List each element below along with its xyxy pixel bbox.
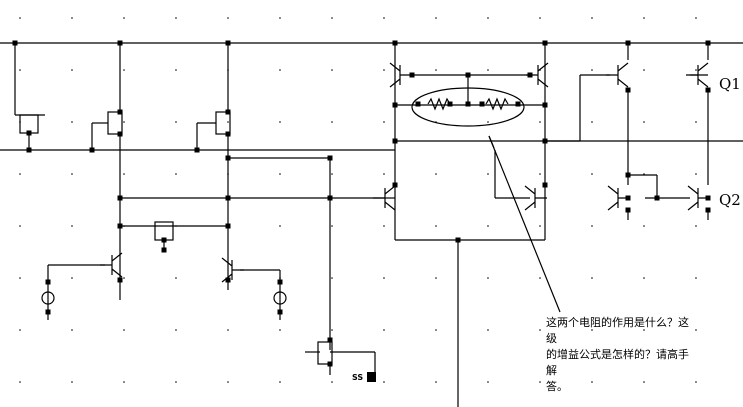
bjt-symbol	[373, 185, 396, 211]
bjt-symbol	[686, 62, 709, 88]
bjt-symbol	[607, 185, 630, 211]
junction-node	[392, 40, 398, 46]
junction-node	[45, 309, 51, 315]
grid-dots	[19, 17, 697, 383]
junction-node	[327, 337, 333, 343]
junction-node	[625, 207, 631, 213]
junction-node	[161, 237, 167, 243]
bjt-symbol	[606, 62, 629, 88]
bjt-symbol	[100, 252, 123, 278]
junction-node	[705, 207, 711, 213]
junction-node	[447, 101, 453, 107]
junction-node	[625, 87, 631, 93]
junction-node	[225, 195, 231, 201]
junction-node	[392, 102, 398, 108]
transistors	[100, 62, 710, 283]
junction-node	[654, 195, 660, 201]
junction-node	[117, 40, 123, 46]
junction-node	[625, 195, 631, 201]
junction-node	[117, 131, 123, 137]
junction-node	[277, 309, 283, 315]
junction-node	[542, 40, 548, 46]
junction-node	[465, 72, 471, 78]
junction-node	[26, 147, 32, 153]
current-sources	[41, 260, 376, 382]
q2-label: Q2	[719, 191, 741, 209]
junction-node	[415, 101, 421, 107]
junction-node	[542, 182, 548, 188]
junction-node	[625, 172, 631, 178]
output-stage	[627, 43, 709, 220]
junction-node	[515, 101, 521, 107]
junction-node	[277, 279, 283, 285]
junction-node	[542, 102, 548, 108]
junction-node	[117, 277, 123, 283]
junction-node	[327, 195, 333, 201]
annotation-line-1: 这两个电阻的作用是什么？这级	[546, 316, 689, 345]
junction-node	[392, 138, 398, 144]
q1-label: Q1	[719, 75, 741, 93]
junction-node	[527, 72, 533, 78]
junction-node	[26, 130, 32, 136]
junction-node	[225, 40, 231, 46]
junction-node	[409, 72, 415, 78]
bjt-symbol	[524, 185, 547, 211]
annotation-line-2: 的增益公式是怎样的？请高手解	[546, 348, 689, 377]
junction-node	[465, 101, 471, 107]
junction-node	[12, 40, 18, 46]
junction-node	[392, 182, 398, 188]
resistor-highlight-ellipse	[411, 87, 525, 127]
junction-nodes	[12, 40, 711, 367]
junction-node	[705, 40, 711, 46]
junction-node	[225, 155, 231, 161]
question-annotation: 这两个电阻的作用是什么？这级 的增益公式是怎样的？请高手解 答。	[546, 315, 696, 395]
junction-node	[327, 361, 333, 367]
junction-node	[225, 131, 231, 137]
junction-node	[89, 147, 95, 153]
junction-node	[45, 279, 51, 285]
junction-node	[225, 109, 231, 115]
junction-node	[225, 223, 231, 229]
junction-node	[705, 195, 711, 201]
junction-node	[161, 247, 167, 253]
junction-node	[194, 147, 200, 153]
bjt-symbol	[389, 62, 412, 88]
junction-node	[479, 101, 485, 107]
bias-network	[14, 43, 380, 350]
junction-node	[117, 109, 123, 115]
junction-node	[705, 87, 711, 93]
junction-node	[455, 237, 461, 243]
bjt-symbol	[221, 257, 244, 283]
bjt-symbol	[687, 185, 710, 211]
junction-node	[327, 155, 333, 161]
junction-node	[542, 138, 548, 144]
junction-node	[625, 40, 631, 46]
junction-node	[225, 277, 231, 283]
ss-label: SS	[352, 373, 363, 382]
junction-node	[117, 195, 123, 201]
annotation-line-3: 答。	[546, 380, 568, 393]
junction-node	[117, 223, 123, 229]
